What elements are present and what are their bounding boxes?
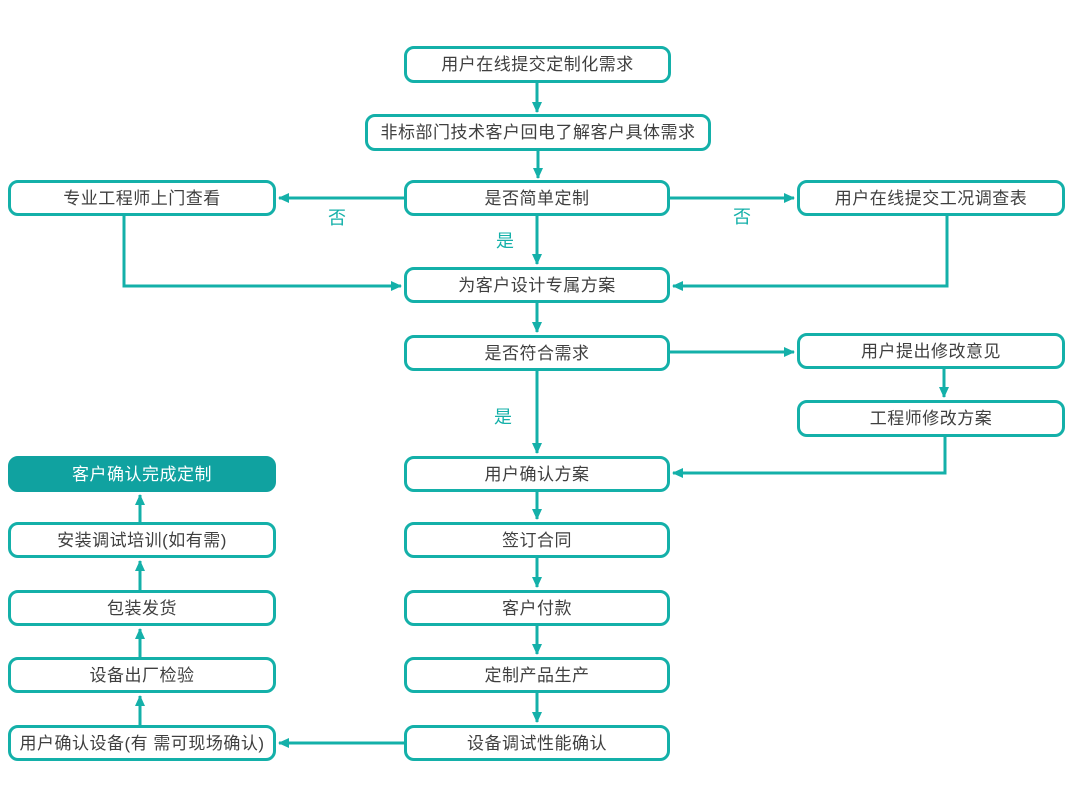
flow-node-pack-ship: 包装发货 [8,590,276,626]
flow-node-debug-performance: 设备调试性能确认 [404,725,670,761]
flow-node-meets-needs: 是否符合需求 [404,335,670,371]
flow-node-submit-request: 用户在线提交定制化需求 [404,46,671,83]
branch-label-yes-3: 是 [494,407,512,427]
branch-label-yes-2: 是 [496,231,514,251]
flow-edge-engineer-visit-to-design-plan [122,216,402,291]
flow-node-production: 定制产品生产 [404,657,670,693]
flow-edge-condition-survey-to-design-plan [672,216,949,291]
flow-node-sign-contract: 签订合同 [404,522,670,558]
flow-node-design-plan: 为客户设计专属方案 [404,267,670,303]
flow-node-user-feedback: 用户提出修改意见 [797,333,1065,369]
flow-node-factory-inspection: 设备出厂检验 [8,657,276,693]
flow-node-callback-understand: 非标部门技术客户回电了解客户具体需求 [365,114,711,151]
flow-node-engineer-revise: 工程师修改方案 [797,400,1065,437]
flow-node-install-training: 安装调试培训(如有需) [8,522,276,558]
flow-node-confirm-plan: 用户确认方案 [404,456,670,492]
flow-node-confirm-equipment: 用户确认设备(有 需可现场确认) [8,725,276,761]
flow-node-custom-complete: 客户确认完成定制 [8,456,276,492]
branch-label-no-0: 否 [328,208,346,228]
branch-label-no-1: 否 [733,207,751,227]
flow-node-engineer-visit: 专业工程师上门查看 [8,180,276,216]
flow-node-customer-payment: 客户付款 [404,590,670,626]
flow-edge-engineer-revise-to-confirm-plan [672,437,947,478]
flow-node-simple-custom: 是否简单定制 [404,180,670,216]
flow-node-condition-survey: 用户在线提交工况调查表 [797,180,1065,216]
